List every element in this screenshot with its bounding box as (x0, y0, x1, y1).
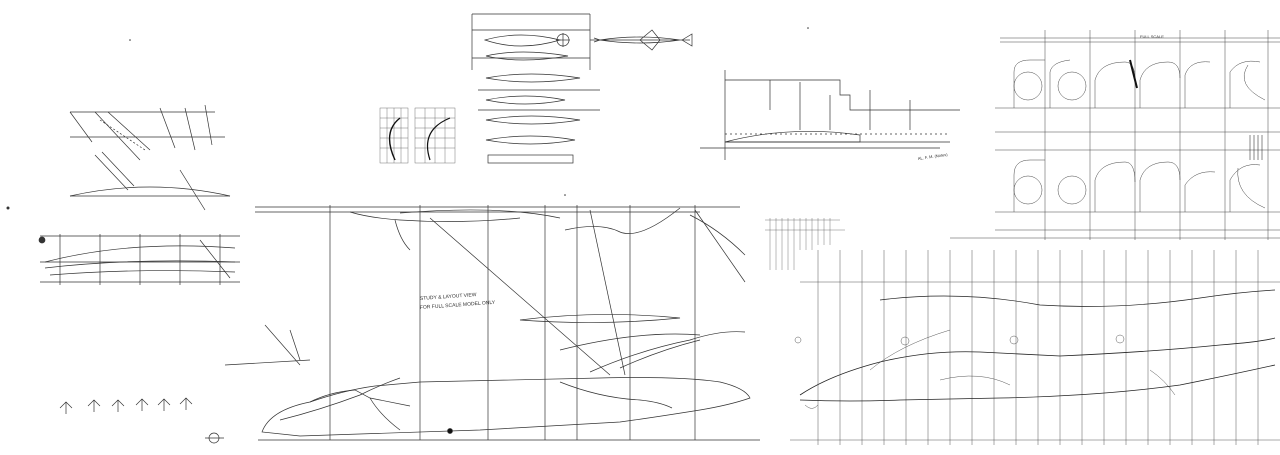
model-caption: FOR FULL SCALE MODEL ONLY (420, 300, 496, 311)
full-scale-title: FULL SCALE (1140, 34, 1164, 39)
stores-drawings (471, 13, 693, 164)
duct-section-grid (950, 30, 1280, 240)
paper-specks (6, 27, 809, 210)
scale-comb (765, 218, 845, 270)
full-scale-profile (790, 250, 1280, 445)
wing-section-study (69, 104, 231, 211)
grid-chart-right (414, 107, 456, 164)
grid-chart-left (379, 107, 409, 164)
layout-view-caption: STUDY & LAYOUT VIEW (420, 292, 477, 302)
airframe-layout-view (224, 205, 760, 441)
section-sketches (59, 397, 224, 444)
lofting-study (38, 234, 240, 285)
inlet-profile (700, 70, 960, 160)
note-small: AL. F. M. (Notes) (917, 152, 948, 161)
